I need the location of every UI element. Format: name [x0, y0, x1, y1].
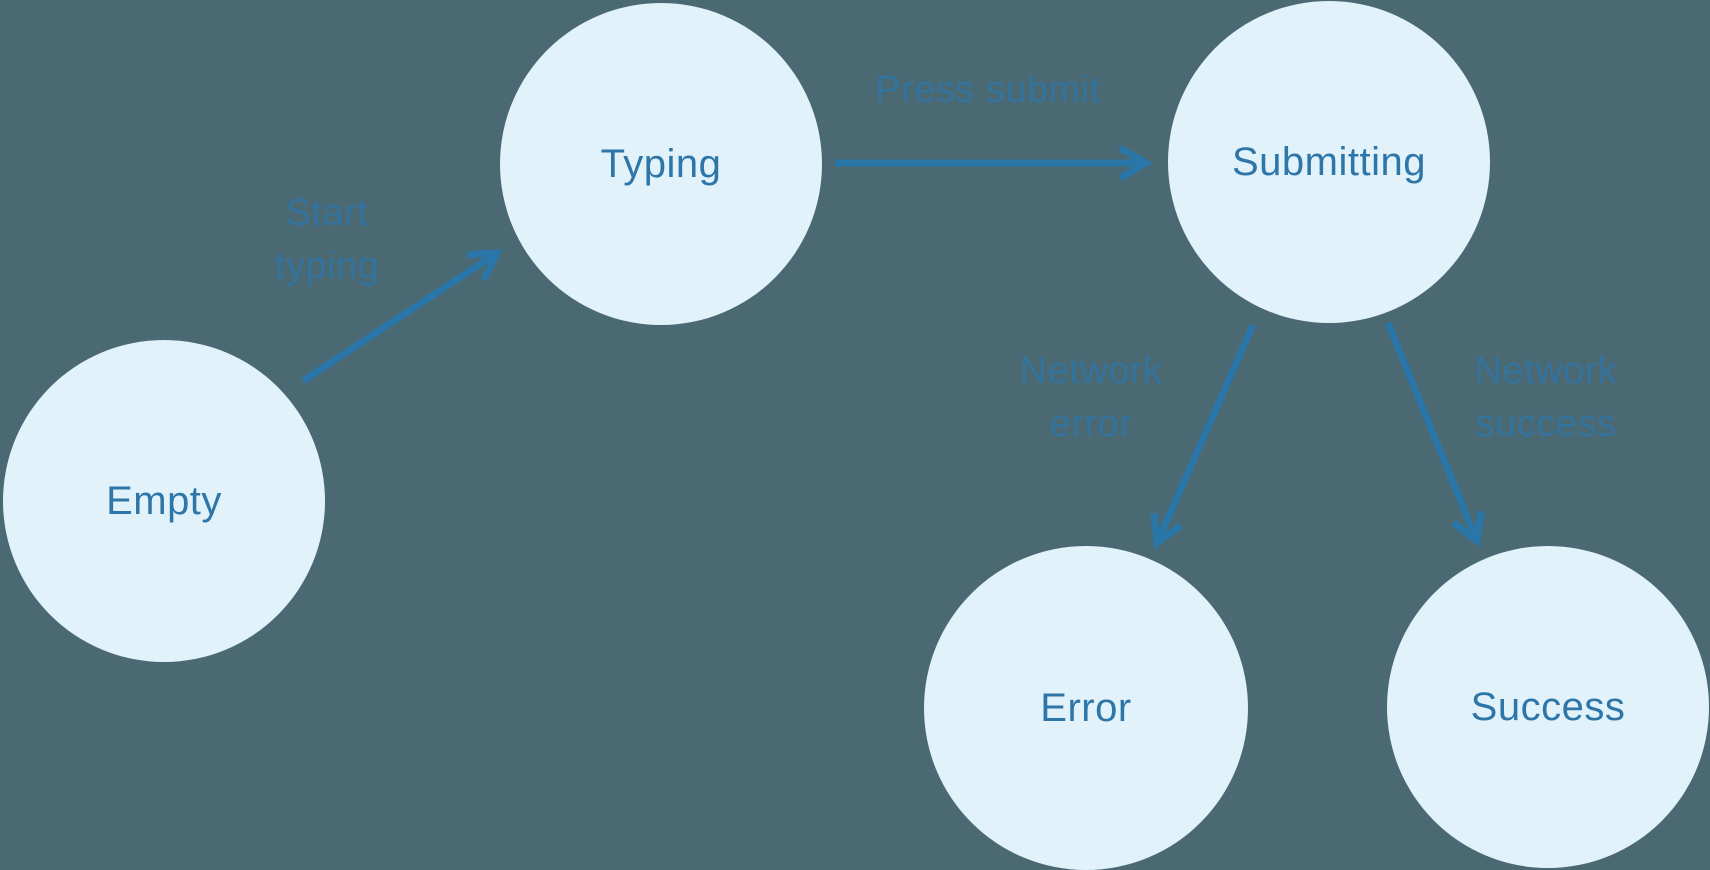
- edge-network-success-line: [1384, 321, 1481, 543]
- node-success-circle[interactable]: [1387, 546, 1709, 868]
- edge-network-error: Network error: [1020, 323, 1257, 550]
- node-empty[interactable]: Empty: [3, 340, 325, 662]
- node-empty-circle[interactable]: [3, 340, 325, 662]
- node-error[interactable]: Error: [924, 546, 1248, 870]
- node-error-circle[interactable]: [924, 546, 1248, 870]
- node-label-success: Success: [1471, 685, 1626, 729]
- edge-label-press-submit-line1: Press submit: [875, 69, 1101, 111]
- edge-press-submit: Press submit: [835, 69, 1154, 182]
- node-success[interactable]: Success: [1387, 546, 1709, 868]
- edge-start-typing: Start typing: [275, 192, 503, 384]
- node-label-typing: Typing: [601, 142, 722, 186]
- edge-network-error-line: [1153, 323, 1257, 545]
- node-submitting[interactable]: Submitting: [1168, 1, 1490, 323]
- node-label-submitting: Submitting: [1232, 140, 1426, 184]
- arrowhead-icon: [1451, 510, 1485, 548]
- node-label-empty: Empty: [106, 479, 222, 523]
- edge-start-typing-line: [301, 250, 499, 384]
- edge-label-network-success-line2: success: [1476, 403, 1617, 445]
- edge-network-success: Network success: [1384, 321, 1618, 548]
- arrowhead-icon: [1150, 512, 1184, 550]
- edge-label-network-success-line1: Network: [1475, 350, 1618, 392]
- edge-label-network-error-line2: error: [1050, 403, 1133, 445]
- arrowhead-icon: [1118, 144, 1154, 182]
- edge-label-network-error-line1: Network: [1020, 350, 1163, 392]
- edge-label-start-typing-line1: Start: [286, 192, 369, 234]
- node-typing-circle[interactable]: [500, 3, 822, 325]
- node-typing[interactable]: Typing: [500, 3, 822, 325]
- edge-label-start-typing-line2: typing: [275, 245, 379, 287]
- node-submitting-circle[interactable]: [1168, 1, 1490, 323]
- node-label-error: Error: [1040, 686, 1131, 730]
- arrowhead-icon: [466, 249, 503, 282]
